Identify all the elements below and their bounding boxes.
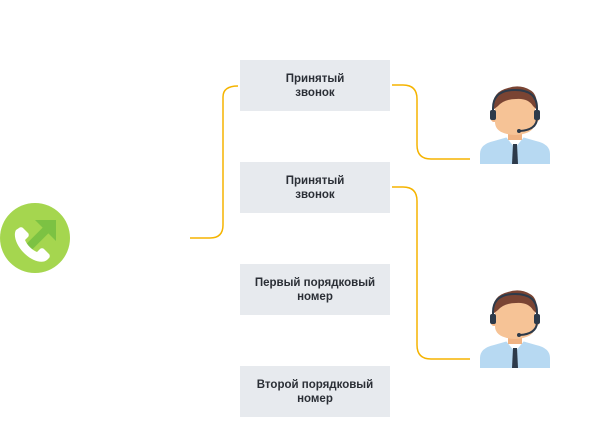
phone-incoming-icon	[0, 203, 70, 273]
call-center-operator-icon	[480, 290, 550, 368]
box-label: Второй порядковый номер	[256, 378, 374, 405]
connector-box-2-to-operator-2	[392, 186, 470, 360]
call-center-operator-icon	[480, 86, 550, 164]
connector-phone-to-box-1	[190, 85, 239, 239]
accepted-call-box: Принятый звонок	[240, 162, 390, 213]
connector-box-1-to-operator-1	[392, 84, 470, 160]
first-sequence-number-box: Первый порядковый номер	[240, 264, 390, 315]
box-label: Первый порядковый номер	[254, 276, 376, 303]
box-label: Принятый звонок	[285, 174, 345, 201]
second-sequence-number-box: Второй порядковый номер	[240, 366, 390, 417]
box-label: Принятый звонок	[285, 72, 345, 99]
accepted-call-box: Принятый звонок	[240, 60, 390, 111]
